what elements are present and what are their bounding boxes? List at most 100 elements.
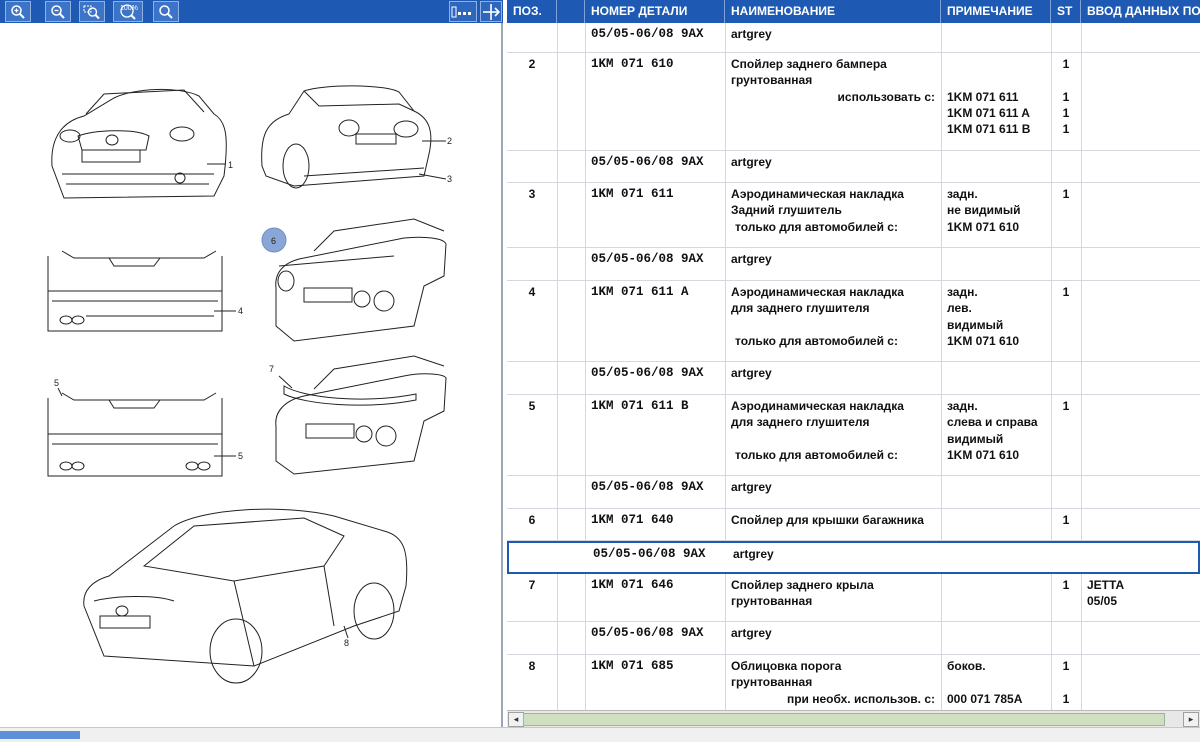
col-header-part-number[interactable]: НОМЕР ДЕТАЛИ xyxy=(585,0,725,23)
note-line: не видимый xyxy=(947,203,1021,218)
callout-3[interactable]: 3 xyxy=(447,174,452,184)
part-name-cell: artgrey xyxy=(725,248,941,281)
zoom-100-label: 100% xyxy=(120,5,138,12)
part-number-cell: 05/05-06/08 9AX xyxy=(593,547,706,561)
scroll-left-arrow-icon[interactable]: ◂ xyxy=(508,712,524,727)
note-line: 1KM 071 611 B xyxy=(947,122,1031,137)
col-header-pos[interactable]: ПОЗ. xyxy=(507,0,557,23)
part-name-line: Задний глушитель xyxy=(731,203,842,218)
car-rear-view xyxy=(261,85,447,189)
callout-1[interactable]: 1 xyxy=(228,160,233,170)
part-name-line xyxy=(731,317,935,333)
callout-4[interactable]: 4 xyxy=(238,306,243,316)
layout-toggle-button[interactable] xyxy=(449,1,477,22)
note-cell xyxy=(941,509,1051,541)
part-name-line: для заднего глушителя xyxy=(731,301,870,316)
part-name-line: Аэродинамическая накладка xyxy=(731,285,904,299)
zoom-in-button[interactable] xyxy=(5,1,31,22)
col-header-st[interactable]: ST xyxy=(1051,0,1081,23)
callout-5-right[interactable]: 5 xyxy=(238,451,243,461)
part-name-line: Аэродинамическая накладка xyxy=(731,187,904,201)
st-value: 1 xyxy=(1062,578,1070,592)
col-header-name[interactable]: НАИМЕНОВАНИЕ xyxy=(725,0,941,23)
col-header-note[interactable]: ПРИМЕЧАНИЕ xyxy=(941,0,1051,23)
zoom-out-icon xyxy=(50,4,66,20)
pos-cell xyxy=(509,543,559,576)
search-button[interactable] xyxy=(153,1,179,22)
data-input-cell xyxy=(1083,543,1200,576)
callout-7[interactable]: 7 xyxy=(269,364,274,374)
horizontal-scrollbar[interactable]: ◂ ▸ xyxy=(507,710,1200,727)
parts-illustration: 1 2 3 4 5 5 6 7 8 xyxy=(47,85,452,684)
pos-cell xyxy=(507,151,557,183)
variant-row[interactable]: 05/05-06/08 9AX artgrey xyxy=(507,541,1200,574)
col-header-marker[interactable] xyxy=(557,0,585,23)
layout-toggle-icon xyxy=(451,5,475,19)
part-name-line: грунтованная xyxy=(731,73,813,88)
part-name-line: для заднего глушителя xyxy=(731,415,870,430)
callout-6-highlight xyxy=(261,227,287,253)
rear-bumper-view-1 xyxy=(47,250,236,332)
part-number-cell: 1KM 071 646 xyxy=(591,578,674,592)
status-strip xyxy=(0,727,1200,742)
st-value: 1 xyxy=(1062,659,1070,673)
col-header-data-input[interactable]: ВВОД ДАННЫХ ПО xyxy=(1087,4,1200,18)
move-arrows-icon xyxy=(482,3,500,21)
part-name-line: грунтованная xyxy=(731,594,813,609)
callout-6[interactable]: 6 xyxy=(271,236,276,246)
note-line xyxy=(947,72,1045,88)
part-name-line: artgrey xyxy=(731,366,772,380)
part-name-line xyxy=(731,431,935,447)
callout-2[interactable]: 2 xyxy=(447,136,452,146)
part-name-cell: artgrey xyxy=(727,543,943,576)
part-name-cell: artgrey xyxy=(725,151,941,183)
trunk-spoiler-view-6 xyxy=(275,218,447,342)
move-arrows-button[interactable] xyxy=(480,1,502,22)
callout-8[interactable]: 8 xyxy=(344,638,349,648)
part-number-cell: 1KM 071 611 xyxy=(591,187,674,201)
zoom-out-button[interactable] xyxy=(45,1,71,22)
pos-cell xyxy=(507,248,557,281)
note-line: 1KM 071 610 xyxy=(947,219,1020,234)
part-number-cell: 05/05-06/08 9AX xyxy=(591,626,704,640)
data-input-cell xyxy=(1081,23,1200,53)
zoom-area-button[interactable] xyxy=(79,1,105,22)
scroll-thumb[interactable] xyxy=(523,713,1165,726)
zoom-100-button[interactable]: 100% xyxy=(113,1,143,22)
part-number-cell: 1KM 071 610 xyxy=(591,57,674,71)
data-input-cell xyxy=(1081,281,1200,362)
data-input-cell xyxy=(1081,53,1200,151)
st-value: 1 xyxy=(1062,187,1070,201)
pos-cell: 2 xyxy=(528,57,536,71)
car-full-view xyxy=(83,508,408,684)
note-cell xyxy=(941,362,1051,395)
st-cell xyxy=(1051,476,1081,509)
note-cell xyxy=(941,574,1051,622)
scroll-right-arrow-icon[interactable]: ▸ xyxy=(1183,712,1199,727)
st-value: 1 xyxy=(1062,513,1070,527)
part-name-line: Спойлер для крышки багажника xyxy=(731,513,924,527)
st-value: 1 xyxy=(1062,691,1070,706)
part-name-line: только для автомобилей с: xyxy=(735,333,898,348)
st-cell xyxy=(1051,622,1081,655)
note-line: 1KM 071 611 A xyxy=(947,105,1030,120)
callout-5-left[interactable]: 5 xyxy=(54,378,59,388)
